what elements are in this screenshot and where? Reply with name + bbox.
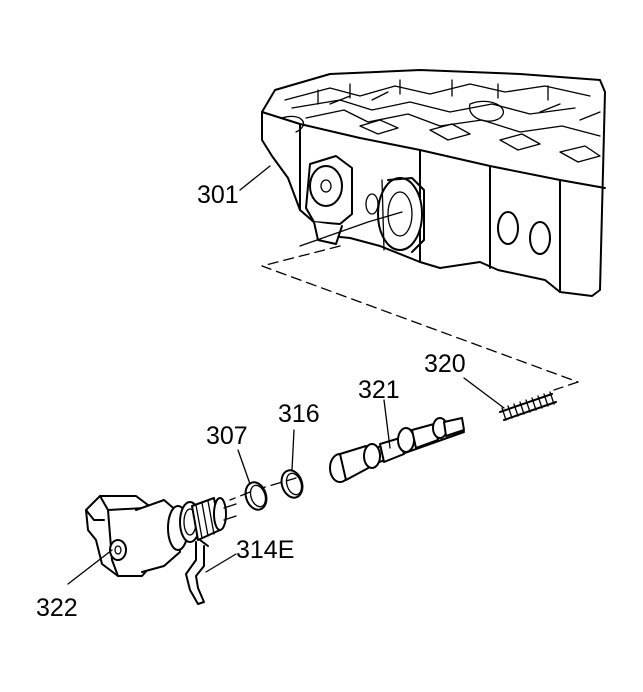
callout-301: 301	[197, 181, 239, 209]
solenoid	[85, 495, 237, 577]
spring	[499, 391, 557, 421]
seal-outer	[244, 481, 268, 511]
callout-322: 322	[36, 594, 78, 622]
callout-320: 320	[424, 350, 466, 378]
seal-inner	[280, 469, 304, 499]
callout-labels: 301 307 316 320 321 322 314E	[36, 181, 466, 622]
valve-body	[261, 69, 606, 297]
callout-307: 307	[206, 422, 248, 450]
retainer-clip	[185, 539, 209, 605]
leader-lines	[67, 165, 505, 585]
valve	[329, 417, 465, 483]
callout-316: 316	[278, 400, 320, 428]
assembly-axis	[229, 245, 579, 501]
callout-314E: 314E	[236, 536, 294, 564]
callout-321: 321	[358, 376, 400, 404]
